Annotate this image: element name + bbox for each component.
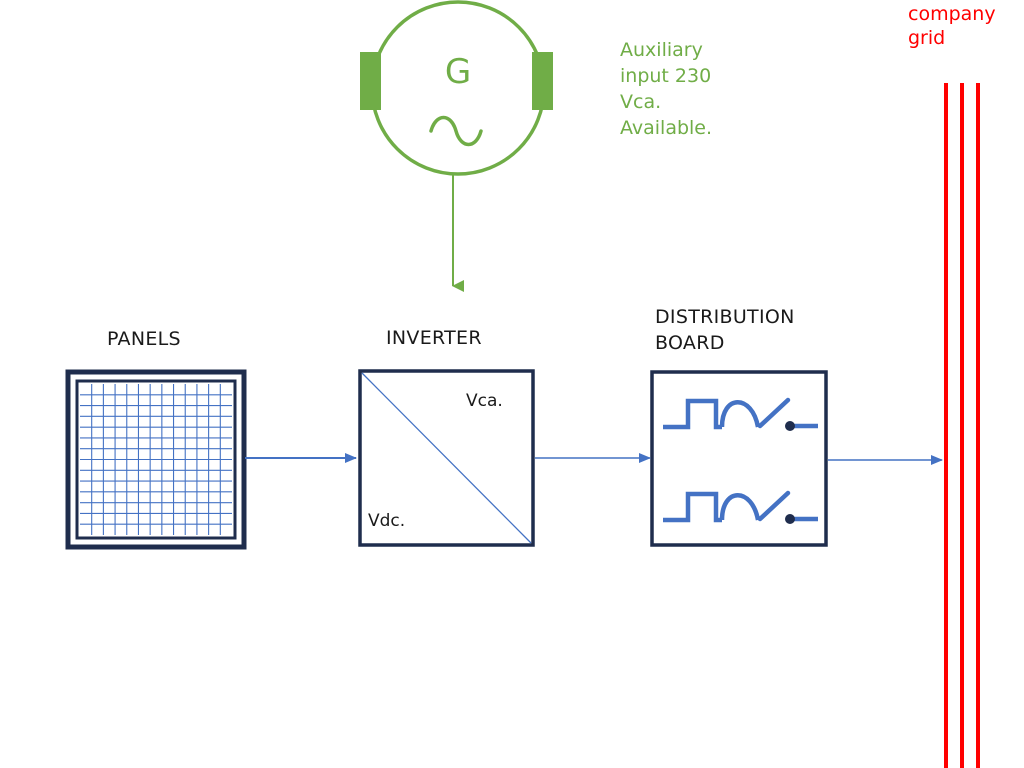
distribution-board-icon (650, 370, 828, 547)
distribution-board-title: DISTRIBUTION BOARD (655, 306, 795, 354)
company-grid-label: company grid (908, 3, 996, 49)
grid-lines-icon (944, 83, 980, 768)
inverter-dc-label: Vdc. (368, 511, 405, 531)
solar-panel-icon (65, 369, 247, 550)
circuit-breaker-icon (663, 397, 818, 431)
circuit-breaker-icon (663, 490, 818, 524)
inverter-icon: Vca. Vdc. (358, 369, 535, 547)
auxiliary-input-note: Auxiliary input 230 Vca. Available. (620, 39, 713, 139)
inverter-ac-label: Vca. (466, 391, 503, 411)
panels-title: PANELS (107, 328, 181, 350)
generator-symbol: G (445, 52, 471, 92)
panel-cell-grid (80, 384, 232, 535)
generator-icon: G (360, 0, 553, 176)
inverter-title: INVERTER (386, 327, 482, 349)
